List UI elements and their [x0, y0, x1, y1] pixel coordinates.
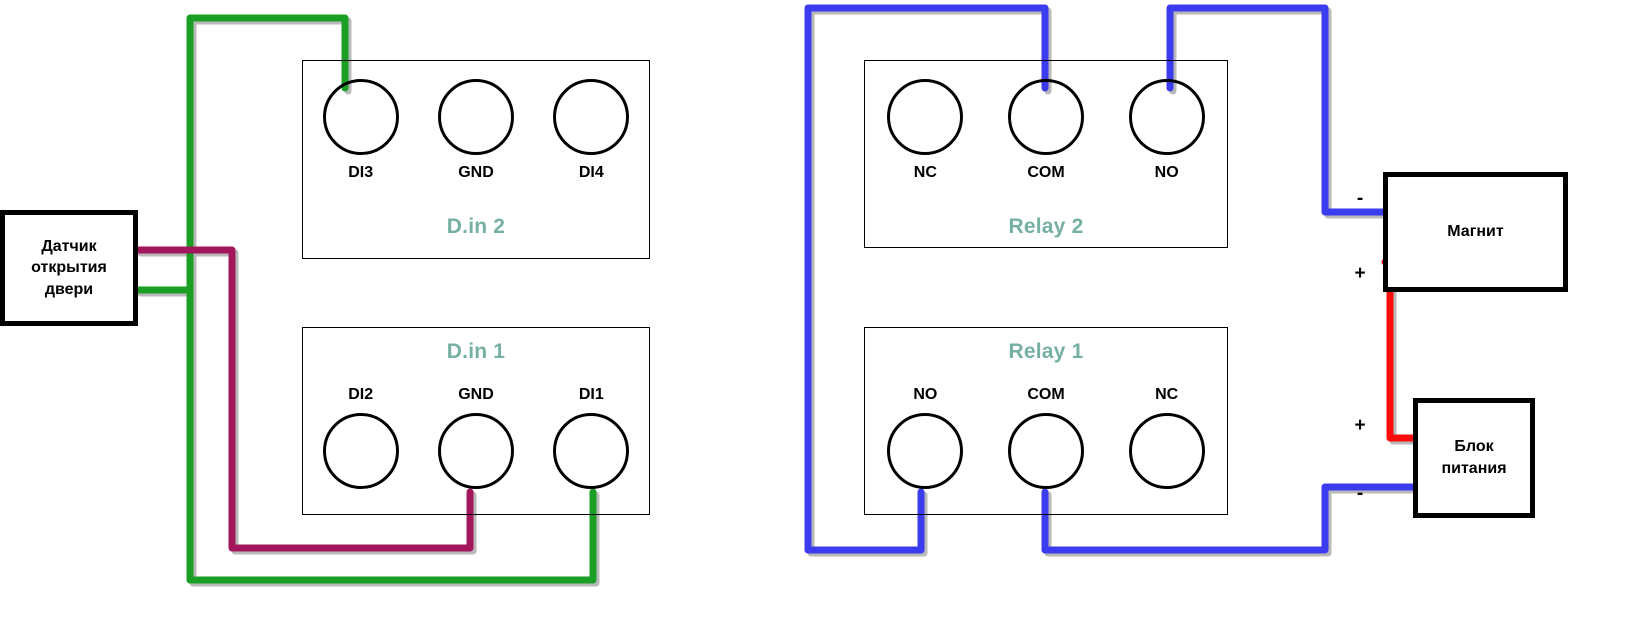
- terminal-nc[interactable]: NC: [1115, 386, 1219, 489]
- terminal-no[interactable]: NO: [1115, 79, 1219, 182]
- wire-sensor-to-gnd1[interactable]: [134, 246, 474, 552]
- panel-title-din1: D.in 1: [446, 340, 506, 363]
- terminal-gnd[interactable]: GND: [424, 386, 528, 489]
- terminal-hole-icon[interactable]: [322, 413, 399, 489]
- panel-relay1[interactable]: Relay 1 NO COM NC: [864, 327, 1228, 515]
- wire-relay2no-to-magnet-minus[interactable]: [1166, 4, 1389, 216]
- wire-stroke-group: [134, 4, 1419, 584]
- terminal-no[interactable]: NO: [873, 386, 977, 489]
- panel-title-relay2: Relay 2: [1008, 215, 1084, 238]
- terminal-nc[interactable]: NC: [873, 79, 977, 182]
- terminal-di4[interactable]: DI4: [539, 79, 643, 182]
- terminal-hole-icon[interactable]: [1007, 79, 1084, 155]
- terminal-hole-icon[interactable]: [887, 413, 964, 489]
- device-magnet[interactable]: Магнит: [1383, 172, 1568, 292]
- terminal-di2[interactable]: DI2: [309, 386, 413, 489]
- device-label: Магнит: [1447, 223, 1504, 241]
- terminal-label: DI3: [348, 164, 374, 181]
- terminal-label: DI4: [578, 164, 604, 181]
- terminal-di1[interactable]: DI1: [539, 386, 643, 489]
- terminal-label: NC: [1155, 386, 1179, 403]
- terminal-hole-icon[interactable]: [437, 79, 514, 155]
- wire-relay1com-to-psu-minus[interactable]: [1041, 483, 1419, 554]
- terminal-hole-icon[interactable]: [1007, 413, 1084, 489]
- terminal-di3[interactable]: DI3: [309, 79, 413, 182]
- device-power-supply[interactable]: Блок питания: [1413, 398, 1535, 518]
- panel-din2[interactable]: DI3 GND DI4 D.in 2: [302, 60, 650, 259]
- terminal-label: GND: [458, 164, 494, 181]
- terminal-label: NO: [1154, 164, 1179, 181]
- terminal-gnd[interactable]: GND: [424, 79, 528, 182]
- wire-sensor-to-di1[interactable]: [186, 286, 597, 584]
- terminal-hole-icon[interactable]: [553, 79, 630, 155]
- terminal-hole-icon[interactable]: [322, 79, 399, 155]
- terminal-label: DI1: [578, 386, 604, 403]
- terminal-hole-icon[interactable]: [887, 79, 964, 155]
- polarity-psu-plus: +: [1354, 415, 1366, 436]
- terminal-hole-icon[interactable]: [553, 413, 630, 489]
- terminal-label: DI2: [348, 386, 374, 403]
- terminal-hole-icon[interactable]: [437, 413, 514, 489]
- wire-sensor-to-di3[interactable]: [134, 14, 349, 294]
- wire-relay2com-to-relay1no[interactable]: [804, 4, 1049, 554]
- terminal-hole-icon[interactable]: [1128, 413, 1205, 489]
- terminal-label: NC: [913, 164, 937, 181]
- device-label: Блок питания: [1441, 438, 1507, 477]
- terminal-label: COM: [1027, 386, 1065, 403]
- terminal-com[interactable]: COM: [994, 79, 1098, 182]
- device-door-sensor[interactable]: Датчик открытия двери: [0, 210, 138, 326]
- polarity-psu-minus: -: [1356, 483, 1364, 504]
- terminal-label: GND: [458, 386, 494, 403]
- panel-relay2[interactable]: NC COM NO Relay 2: [864, 60, 1228, 248]
- device-label: Датчик открытия двери: [31, 237, 107, 298]
- panel-din1-terminals: DI2 GND DI1: [303, 386, 649, 489]
- panel-din2-terminals: DI3 GND DI4: [303, 79, 649, 182]
- panel-title-din2: D.in 2: [446, 215, 506, 238]
- panel-din1[interactable]: D.in 1 DI2 GND DI1: [302, 327, 650, 515]
- terminal-com[interactable]: COM: [994, 386, 1098, 489]
- panel-relay1-terminals: NO COM NC: [865, 386, 1227, 489]
- terminal-label: COM: [1027, 164, 1065, 181]
- polarity-magnet-minus: -: [1356, 188, 1364, 209]
- terminal-hole-icon[interactable]: [1128, 79, 1205, 155]
- panel-relay2-terminals: NC COM NO: [865, 79, 1227, 182]
- terminal-label: NO: [913, 386, 938, 403]
- polarity-magnet-plus: +: [1354, 263, 1366, 284]
- panel-title-relay1: Relay 1: [1008, 340, 1084, 363]
